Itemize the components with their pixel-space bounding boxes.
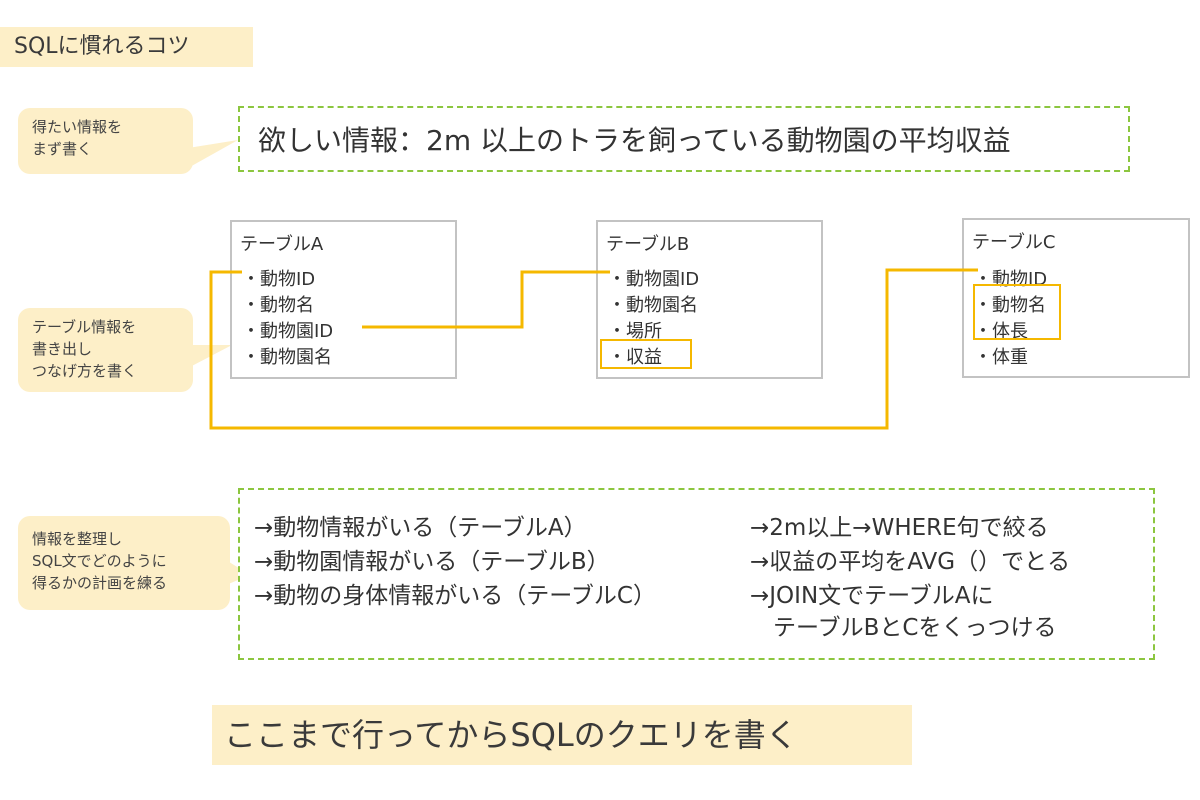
table-b: テーブルB ・動物園ID ・動物園名 ・場所 ・収益: [596, 220, 823, 379]
table-b-row-zoo-id: ・動物園ID: [608, 269, 700, 290]
callout-table-step: テーブル情報を 書き出し つなげ方を書く: [18, 308, 193, 392]
table-a: テーブルA ・動物ID ・動物名 ・動物園ID ・動物園名: [230, 220, 457, 379]
callout-table-pointer: [188, 345, 232, 368]
page-title: SQLに慣れるコツ: [0, 27, 253, 67]
callout-goal-step-text: 得たい情報を まず書く: [32, 118, 123, 158]
table-c-row-animal-name: ・動物名: [974, 295, 1046, 316]
plan-right-line-2: →収益の平均をAVG（）でとる: [750, 549, 1071, 575]
plan-box: [238, 488, 1155, 660]
table-c-row-body-weight: ・体重: [974, 347, 1028, 368]
plan-right-line-4: テーブルBとCをくっつける: [750, 615, 1057, 641]
plan-right-line-1: →2m以上→WHERE句で絞る: [750, 515, 1049, 541]
table-a-title: テーブルA: [240, 234, 324, 255]
table-a-row-animal-id: ・動物ID: [242, 269, 316, 290]
callout-goal-step: 得たい情報を まず書く: [18, 108, 193, 174]
table-b-row-revenue: ・収益: [608, 347, 662, 368]
callout-plan-step: 情報を整理し SQL文でどのように 得るかの計画を練る: [18, 516, 230, 610]
table-c-row-animal-id: ・動物ID: [974, 269, 1048, 290]
table-b-row-location: ・場所: [608, 321, 662, 342]
table-a-row-zoo-name: ・動物園名: [242, 347, 332, 368]
table-a-row-animal-name: ・動物名: [242, 295, 314, 316]
table-c-title: テーブルC: [972, 232, 1056, 253]
callout-goal-pointer: [188, 140, 238, 168]
callout-table-step-text: テーブル情報を 書き出し つなげ方を書く: [32, 318, 138, 380]
table-b-title: テーブルB: [606, 234, 690, 255]
plan-left-line-3: →動物の身体情報がいる（テーブルC）: [254, 583, 656, 609]
table-b-row-zoo-name: ・動物園名: [608, 295, 698, 316]
goal-text: 欲しい情報：2m 以上のトラを飼っている動物園の平均収益: [258, 124, 1011, 157]
table-a-row-zoo-id: ・動物園ID: [242, 321, 334, 342]
table-c: テーブルC ・動物ID ・動物名 ・体長 ・体重: [962, 218, 1190, 378]
callout-plan-step-text: 情報を整理し SQL文でどのように 得るかの計画を練る: [32, 530, 168, 592]
conclusion-banner: ここまで行ってからSQLのクエリを書く: [212, 705, 912, 765]
plan-right-line-3: →JOIN文でテーブルAに: [750, 583, 994, 609]
table-c-row-body-length: ・体長: [974, 321, 1028, 342]
plan-left-line-1: →動物情報がいる（テーブルA）: [254, 515, 587, 541]
plan-left-line-2: →動物園情報がいる（テーブルB）: [254, 549, 610, 575]
goal-box: 欲しい情報：2m 以上のトラを飼っている動物園の平均収益: [238, 106, 1130, 172]
